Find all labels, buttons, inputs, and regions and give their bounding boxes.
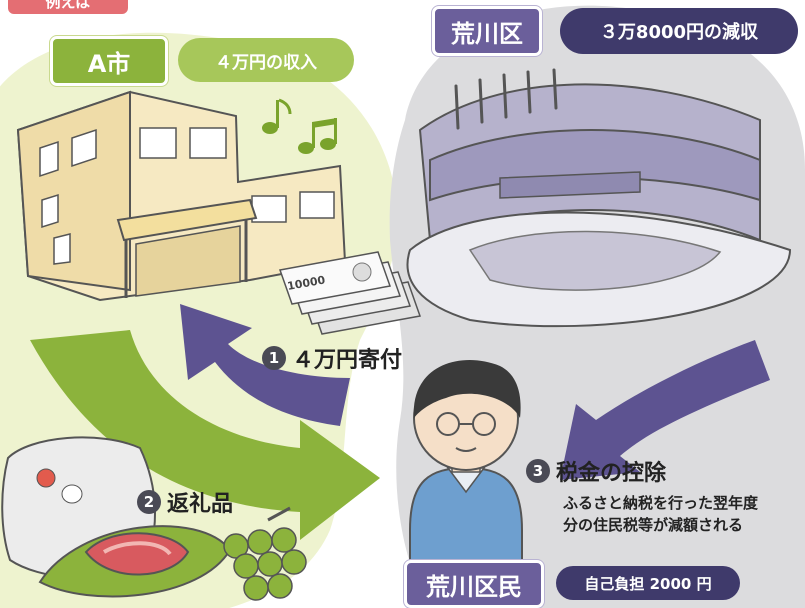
step-number: 2 xyxy=(137,490,161,514)
grape-icon xyxy=(223,506,307,601)
deduction-note: ふるさと納税を行った翌年度 分の住民税等が減額される xyxy=(563,492,758,536)
step-text: 返礼品 xyxy=(167,492,234,517)
step-number: 1 xyxy=(262,346,286,370)
step-donation: 1 ４万円寄付 xyxy=(262,342,402,374)
city-label: A市 xyxy=(50,36,168,86)
note-line: 分の住民税等が減額される xyxy=(563,516,744,534)
building-icon xyxy=(16,90,347,302)
resident-label: 荒川区民 xyxy=(404,560,544,608)
green-arrow xyxy=(30,330,380,540)
purple-arrow-donation xyxy=(180,304,350,426)
ward-label: 荒川区 xyxy=(432,6,542,56)
step-return-gift: 2 返礼品 xyxy=(137,486,233,518)
step-number: 3 xyxy=(526,459,550,483)
example-tab: 例えば xyxy=(8,0,128,14)
city-income-pill: ４万円の収入 xyxy=(178,38,354,82)
step-tax-deduction: 3 税金の控除 xyxy=(526,455,666,487)
self-burden-pill: 自己負担 2000 円 xyxy=(556,566,740,600)
stadium-icon xyxy=(406,68,792,328)
note-line: ふるさと納税を行った翌年度 xyxy=(563,494,759,512)
money-bill-icon: 10000 xyxy=(279,251,421,335)
music-note-icon xyxy=(262,98,337,154)
meat-icon xyxy=(38,525,232,598)
purple-arrow-deduction xyxy=(560,340,770,480)
step-text: 税金の控除 xyxy=(556,461,667,486)
step-text: ４万円寄付 xyxy=(292,348,403,373)
ward-loss-pill: ３万8000円の減収 xyxy=(560,8,798,54)
